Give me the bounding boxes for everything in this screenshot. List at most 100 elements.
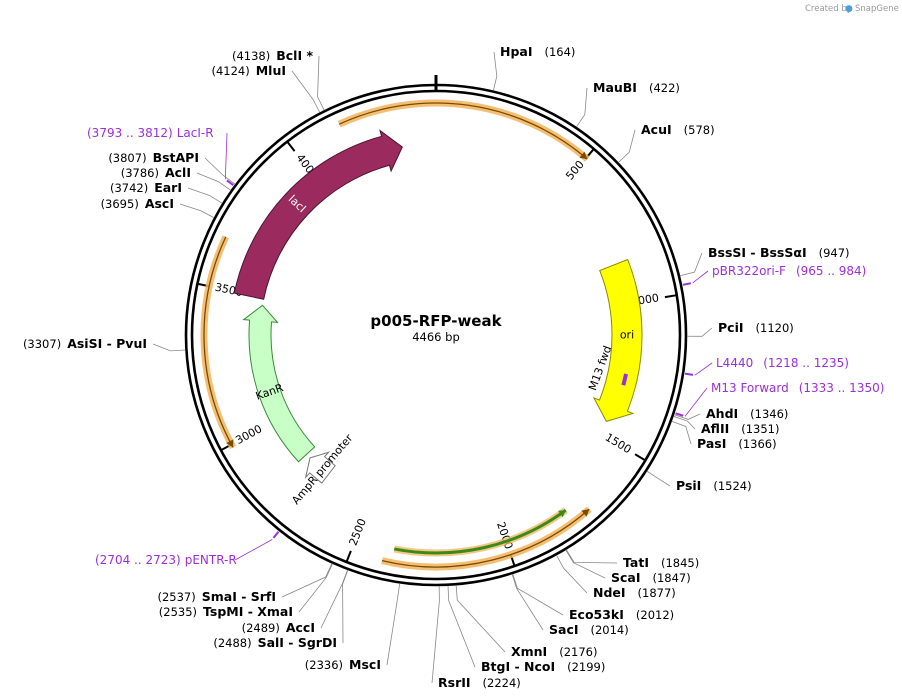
site-leader — [556, 554, 588, 594]
orf-arrows — [200, 99, 592, 571]
primer-name: L4440 — [716, 356, 753, 370]
feature-ori — [592, 258, 643, 422]
site-label: (2537)SmaI - SrfI — [157, 589, 276, 604]
site-leader — [671, 420, 692, 445]
site-leader — [493, 51, 498, 91]
site-name: AscI — [145, 196, 174, 211]
site-leader — [317, 55, 325, 111]
site-label: (3742)EarI — [110, 180, 182, 195]
primer-mark — [684, 372, 694, 376]
site-label: (3807)BstAPI — [108, 150, 199, 165]
primer-name: LacI-R — [177, 126, 214, 140]
plasmid-backbone — [184, 75, 688, 587]
site-label: PasI(1366) — [697, 436, 777, 451]
insert-arrow-bg — [393, 507, 568, 557]
site-leader — [386, 583, 401, 666]
plasmid-center-label: p005-RFP-weak 4466 bp — [370, 312, 502, 344]
primer-mark — [272, 531, 280, 539]
site-label: PsiI(1524) — [676, 478, 752, 493]
primer-range: (965 .. 984) — [796, 264, 866, 278]
site-label: AhdI(1346) — [706, 406, 788, 421]
site-name: HpaI — [500, 44, 533, 59]
tick-label: 2500 — [347, 517, 369, 548]
site-position: (1366) — [738, 437, 776, 451]
site-name: MauBI — [593, 80, 637, 95]
orf-arrow-left-head — [226, 439, 234, 448]
site-position: (422) — [649, 81, 680, 95]
site-label: (2489)AccI — [242, 620, 315, 635]
site-leader — [646, 470, 671, 487]
primer-name: pBR322ori-F — [712, 264, 786, 278]
site-position: (2224) — [483, 676, 521, 690]
site-position: (164) — [545, 45, 576, 59]
site-name: SacI — [549, 622, 579, 637]
feature-kanr — [242, 304, 316, 463]
primer-label: (2704 .. 2723)pENTR-R — [95, 553, 237, 567]
site-position: (2336) — [305, 658, 343, 672]
site-leader — [291, 70, 321, 113]
site-label: (2336)MscI — [305, 657, 381, 672]
primer-mark — [226, 179, 234, 186]
site-leader — [673, 415, 696, 430]
primer-range: (1333 .. 1350) — [799, 381, 885, 395]
site-name: EarI — [154, 180, 182, 195]
site-position: (1845) — [661, 556, 699, 570]
site-position: (2535) — [159, 605, 197, 619]
site-label: AcuI (578) — [641, 122, 715, 137]
site-position: (3695) — [101, 197, 139, 211]
site-leader — [447, 585, 476, 668]
site-label: HpaI (164) — [500, 44, 575, 59]
site-label: Eco53kI (2012) — [569, 607, 674, 622]
site-leader — [511, 574, 544, 631]
insert-arrow — [393, 508, 567, 555]
site-name: AcuI — [641, 122, 672, 137]
tick-label: 3000 — [233, 422, 264, 447]
site-name: AflII — [701, 421, 729, 436]
site-position: (2176) — [559, 645, 597, 659]
tick-mark — [345, 550, 352, 563]
site-label: XmnI(2176) — [511, 644, 597, 659]
site-leader — [565, 549, 606, 579]
site-position: (3307) — [23, 337, 61, 351]
site-label: SacI(2014) — [549, 622, 629, 637]
site-name: BclI * — [276, 48, 313, 63]
site-position: (2012) — [636, 608, 674, 622]
site-position: (4124) — [211, 64, 249, 78]
site-leader — [618, 129, 636, 163]
primer-leader — [692, 270, 709, 284]
primer-range: (2704 .. 2723) — [95, 553, 181, 567]
primer-label: (3793 .. 3812)LacI-R — [87, 126, 214, 140]
site-leader — [673, 413, 701, 420]
site-position: (1120) — [756, 321, 794, 335]
site-position: (1346) — [750, 407, 788, 421]
site-position: (4138) — [232, 49, 270, 63]
site-name: AclI — [165, 165, 191, 180]
primer-label: L4440(1218 .. 1235) — [716, 356, 849, 370]
restriction-sites: HpaI(164)MauBI(422)AcuI(578)BssSI - BssS… — [23, 44, 850, 690]
credit-brand: SnapGene — [855, 4, 899, 14]
site-label: (4124)MluI — [211, 63, 286, 78]
plasmid-length: 4466 bp — [412, 330, 460, 344]
site-leader — [187, 187, 223, 204]
site-label: AflII(1351) — [701, 421, 780, 436]
site-position: (578) — [684, 123, 715, 137]
primer-leader — [694, 362, 713, 376]
feature-laci — [233, 129, 403, 300]
site-name: TspMI - XmaI — [203, 604, 293, 619]
site-leader — [320, 569, 348, 629]
feature-ampr-promoter — [304, 451, 336, 484]
snapgene-logo-icon: ● — [845, 4, 853, 14]
primer-leader — [224, 132, 228, 180]
site-name: Eco53kI — [569, 607, 624, 622]
site-leader — [179, 203, 215, 219]
site-leader — [281, 563, 333, 598]
tick-mark — [634, 453, 646, 462]
site-position: (947) — [819, 246, 850, 260]
site-label: (2535) TspMI - XmaI — [159, 604, 293, 619]
site-label: (3695) AscI — [101, 196, 174, 211]
site-leader — [204, 157, 236, 185]
primer-label: M13 Forward(1333 .. 1350) — [711, 381, 884, 395]
site-leader — [431, 585, 440, 684]
